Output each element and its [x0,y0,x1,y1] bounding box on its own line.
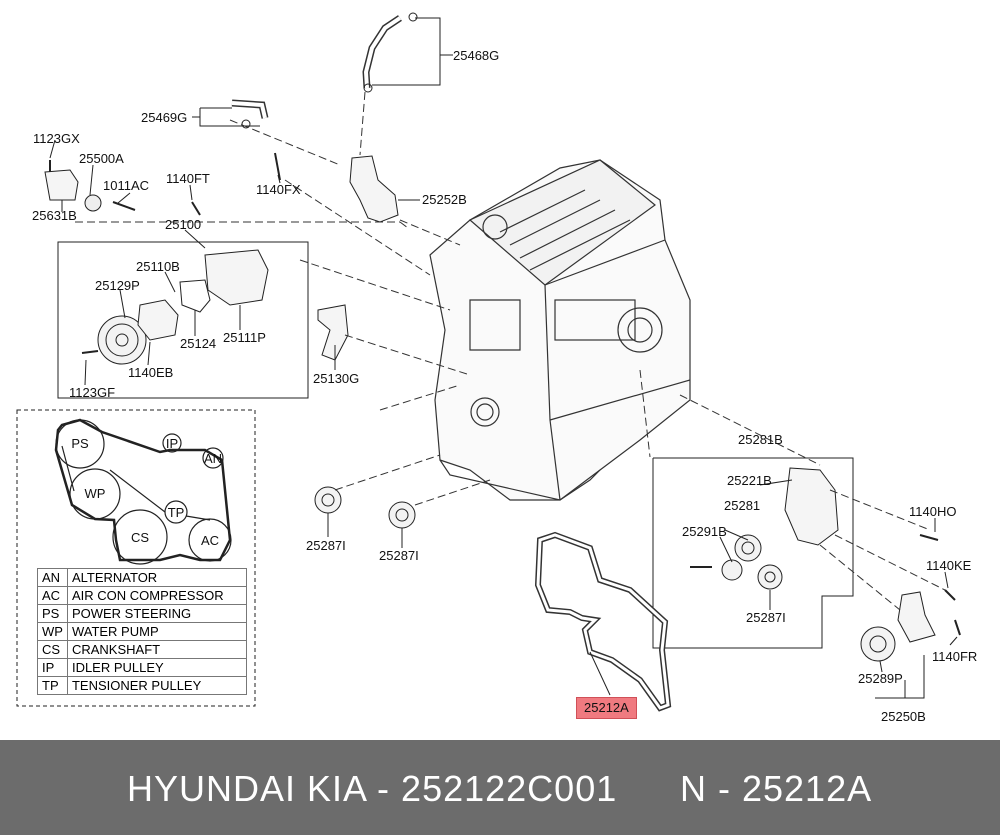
part-label-25287i-a: 25287I [306,538,346,553]
part-label-25468g: 25468G [453,48,500,63]
pulley-label-ac: AC [200,533,220,548]
part-label-25281b: 25281B [738,432,783,447]
part-label-1140ft: 1140FT [166,171,210,186]
diagram-drawing [16,12,961,712]
legend-description: ALTERNATOR [66,568,247,587]
pulley-label-cs: CS [130,530,150,545]
part-label-25124: 25124 [180,336,217,351]
footer-part-number: HYUNDAI KIA - 252122C001 [127,768,618,809]
belt-routing-box [16,409,256,707]
belt-routing-drawing [54,418,232,565]
part-label-25221b: 25221B [727,473,772,488]
legend-code: TP [37,676,68,695]
part-label-1140ke: 1140KE [926,558,972,573]
legend-description: IDLER PULLEY [66,658,247,677]
legend-code: AN [37,568,68,587]
pulley-label-ip: IP [165,436,179,451]
pulley-label-an: AN [203,451,223,466]
part-label-25111p: 25111P [223,330,266,345]
pulley-label-tp: TP [167,505,185,520]
legend-code: IP [37,658,68,677]
part-label-25129p: 25129P [95,278,140,293]
part-label-25500a: 25500A [79,151,124,166]
legend-code: WP [37,622,68,641]
part-label-1140fr: 1140FR [932,649,978,664]
legend-description: CRANKSHAFT [66,640,247,659]
pulley-label-wp: WP [84,486,106,501]
part-label-25289p: 25289P [858,671,903,686]
part-label-1140ho: 1140HO [909,504,957,519]
footer-reference: N - 25212A [680,768,873,809]
parts-diagram: 25468G 25469G 1123GX 25500A 1011AC 1140F… [16,12,978,724]
footer-bar: HYUNDAI KIA - 252122C001 N - 25212A [0,740,1000,835]
part-label-25281: 25281 [724,498,761,513]
legend-description: WATER PUMP [66,622,247,641]
legend-description: POWER STEERING [66,604,247,623]
part-label-1123gf: 1123GF [69,385,116,400]
part-label-25250b: 25250B [881,709,926,724]
part-label-25110b: 25110B [136,259,180,274]
part-label-25212a-highlighted: 25212A [576,697,637,719]
part-label-25100: 25100 [165,217,202,232]
water-pump-box [57,241,309,399]
part-label-1140eb: 1140EB [128,365,174,380]
part-label-1011ac: 1011AC [103,178,150,193]
legend-description: TENSIONER PULLEY [66,676,247,695]
engine-block [429,159,691,501]
part-label-25287i-c: 25287I [746,610,786,625]
legend-code: AC [37,586,68,605]
legend-description: AIR CON COMPRESSOR [66,586,247,605]
part-label-25291b: 25291B [682,524,727,539]
part-label-25469g: 25469G [141,110,188,125]
legend-code: PS [37,604,68,623]
part-label-25287i-b: 25287I [379,548,419,563]
part-label-25130g: 25130G [313,371,360,386]
pulley-label-ps: PS [71,436,89,451]
part-label-1123gx: 1123GX [33,131,80,146]
part-label-1140fx: 1140FX [256,182,301,197]
part-label-25252b: 25252B [422,192,467,207]
part-label-25631b: 25631B [32,208,77,223]
tensioner-box [652,457,854,649]
legend-code: CS [37,640,68,659]
